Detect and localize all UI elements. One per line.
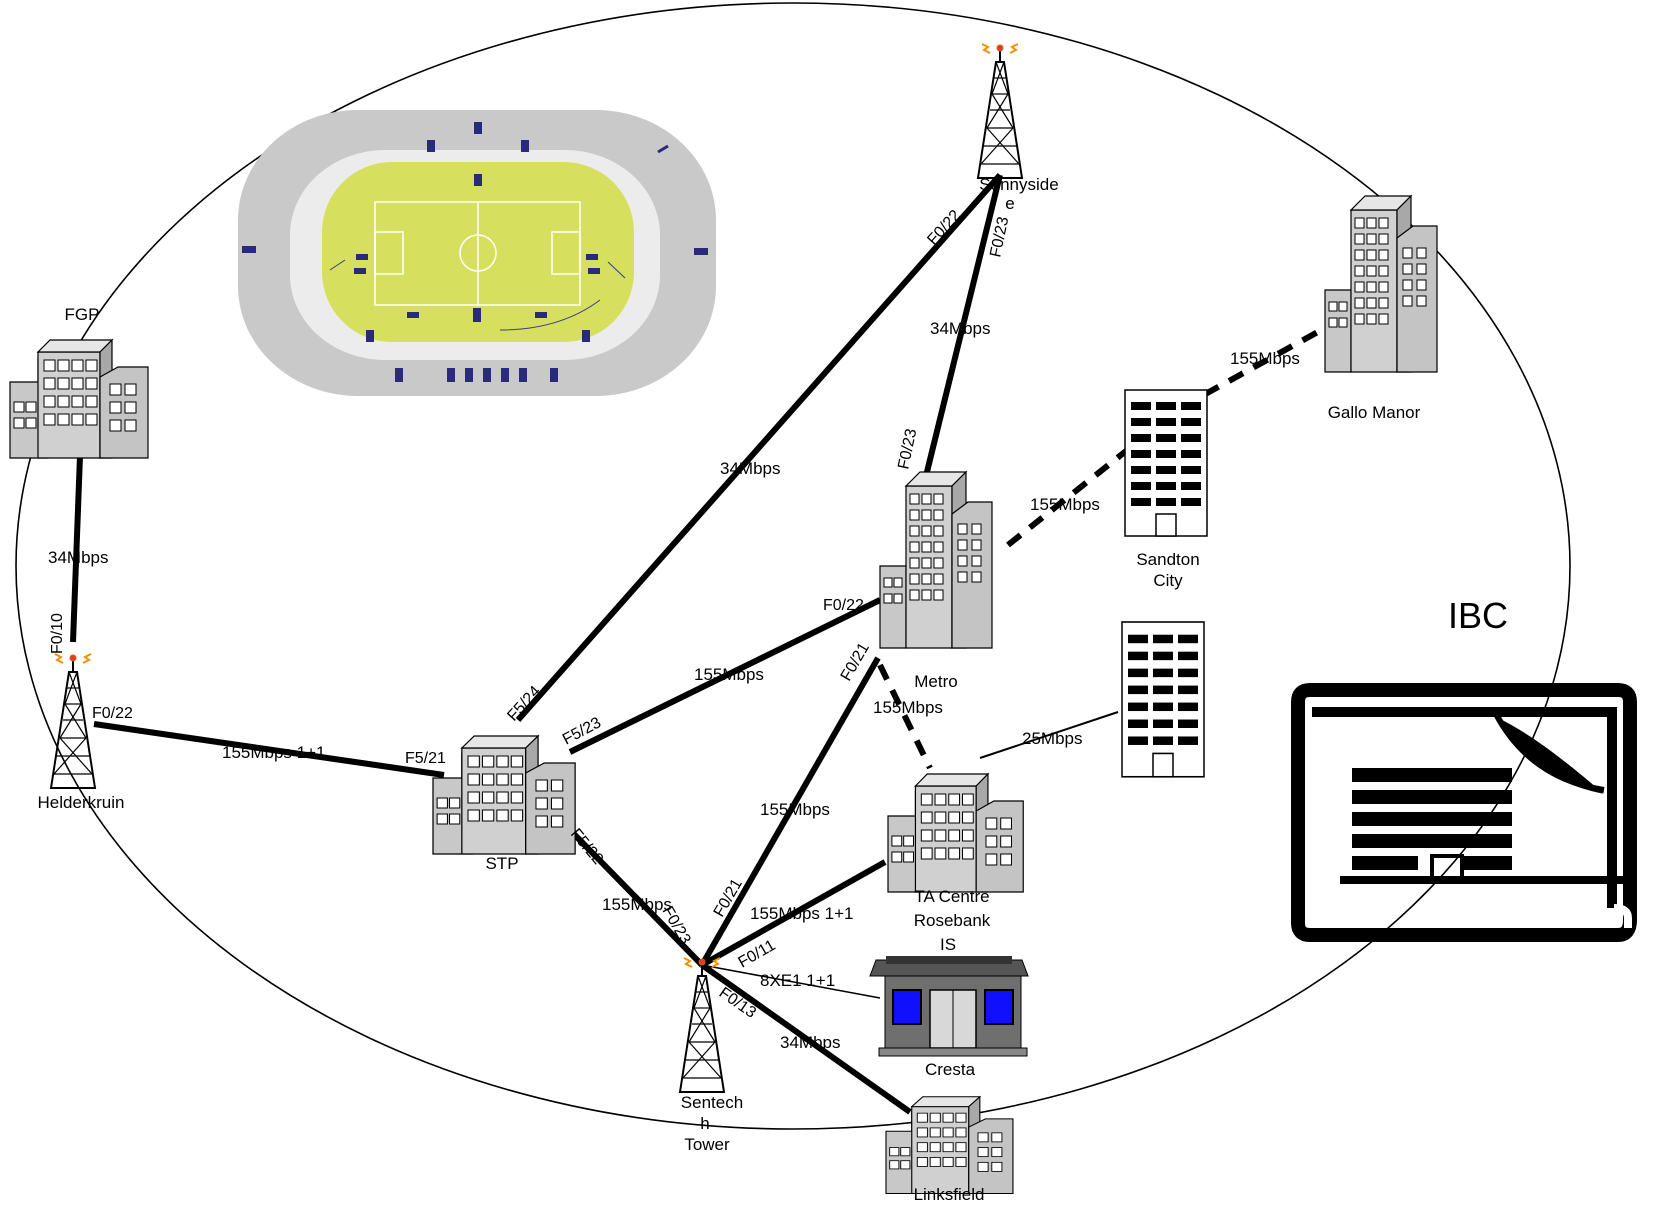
links-stp-sentech-label: 155Mbps	[602, 895, 672, 914]
link-ta-building	[979, 711, 1119, 759]
sites-helderkruin-label: Helderkruin	[38, 793, 125, 812]
sites-gallo-label: Gallo Manor	[1328, 403, 1421, 422]
sites-sentech-line2-label: h	[700, 1114, 709, 1133]
links-sentech-links-label: 34Mbps	[780, 1033, 840, 1052]
site-linksfield: Linksfield	[885, 1096, 1014, 1204]
site-gallo-manor: Gallo Manor	[1324, 195, 1438, 422]
links-stp-sunny-label: 34Mbps	[720, 459, 780, 478]
links-metro-sandton-label: 155Mbps	[1030, 495, 1100, 514]
link-sentech-cresta	[701, 964, 881, 999]
links-helder-stp-label: 155Mbps 1+1	[222, 743, 326, 762]
links-sentech-ta-label: 155Mbps 1+1	[750, 904, 854, 923]
sites-sunnyside-suffix-label: e	[1005, 194, 1014, 213]
links-sandton-gallo-label: 155Mbps	[1230, 349, 1300, 368]
link-stp-metro	[568, 597, 882, 755]
site-ibc: IBC	[1291, 595, 1637, 942]
link-sentech-metro	[699, 656, 881, 967]
link-sentech-linksfield	[700, 962, 912, 1115]
link-labels: 34Mbps 155Mbps 1+1 34Mbps 34Mbps 155Mbps…	[48, 319, 1300, 1052]
site-sentech-tower: Sentech h Tower	[679, 957, 743, 1154]
link-fgp-helderkruin	[70, 455, 83, 643]
site-ta-centre: TA Centre Rosebank IS	[887, 773, 1024, 954]
link-stp-sunnyside	[515, 173, 1003, 722]
site-helderkruin: Helderkruin	[38, 653, 125, 812]
links-metro-ta-label: 155Mbps	[873, 698, 943, 717]
sites-cresta-label: Cresta	[925, 1060, 976, 1079]
port-labels: F0/10 F0/22 F5/21 F5/24 F5/23 F5/22 F0/2…	[49, 207, 1012, 1022]
sites-ta-line3-label: IS	[940, 935, 956, 954]
site-sunnyside: Sunnyside e	[977, 43, 1059, 213]
links-sunny-metro-label: 34Mbps	[930, 319, 990, 338]
sites-stp-label: STP	[485, 854, 518, 873]
site-stp: STP	[432, 735, 576, 873]
stadium-image	[238, 110, 716, 396]
links-sentech-metro-label: 155Mbps	[760, 800, 830, 819]
ports-metro-f022-label: F0/22	[823, 597, 864, 614]
links-fgp-helder-label: 34Mbps	[48, 548, 108, 567]
links-ta-building-label: 25Mbps	[1022, 729, 1082, 748]
link-metro-ta	[877, 663, 933, 770]
site-cresta: Cresta	[869, 956, 1029, 1079]
sites-ibc-label: IBC	[1448, 595, 1508, 636]
ports-helder-f010-label: F0/10	[49, 613, 66, 654]
link-sunnyside-metro	[922, 174, 1003, 481]
ports-stp-f521-label: F5/21	[405, 750, 446, 767]
link-stp-sentech	[567, 827, 705, 968]
sites-sunnyside-label: Sunnyside	[979, 175, 1058, 194]
sites-ta-line2-label: Rosebank	[914, 911, 991, 930]
site-fgp: FGP	[9, 305, 149, 459]
sites-fgp-label: FGP	[65, 305, 100, 324]
sites-sandton-line1-label: Sandton	[1136, 550, 1199, 569]
site-building	[1121, 621, 1205, 778]
ports-helder-f022-label: F0/22	[92, 705, 133, 722]
sites-metro-label: Metro	[914, 672, 957, 691]
site-metro: Metro	[879, 471, 993, 691]
sites-sentech-line3-label: Tower	[684, 1135, 730, 1154]
sites-ta-line1-label: TA Centre	[914, 887, 989, 906]
links	[70, 173, 1327, 1115]
sites-sentech-line1-label: Sentech	[681, 1093, 743, 1112]
site-sandton-city: Sandton City	[1124, 389, 1208, 590]
link-sentech-ta	[700, 859, 887, 968]
link-helderkruin-stp	[93, 721, 445, 778]
sites-linksfield-label: Linksfield	[914, 1185, 985, 1204]
ports-stp-f524-label: F5/24	[504, 683, 544, 725]
links-stp-metro-label: 155Mbps	[694, 665, 764, 684]
links-sentech-cresta-label: 8XE1 1+1	[760, 971, 835, 990]
ports-metro-f023-label: F0/23	[895, 427, 920, 471]
coverage-ellipse	[15, 2, 1571, 1130]
sites-sandton-line2-label: City	[1153, 571, 1183, 590]
